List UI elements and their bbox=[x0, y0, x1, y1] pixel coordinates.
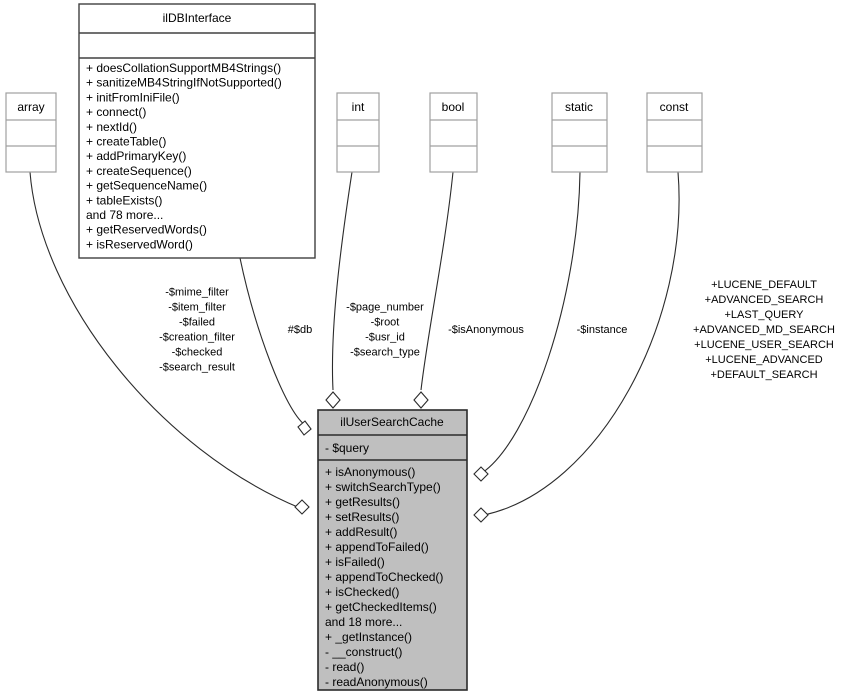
edge-label-array: -$mime_filter -$item_filter -$failed -$crea… bbox=[159, 287, 235, 374]
edge-line-int bbox=[331, 171, 353, 391]
aggregation-diamond-bool bbox=[413, 391, 429, 409]
type-box-static-label: static bbox=[565, 100, 593, 114]
class-member-ilusersearchcache: + addResult() bbox=[325, 525, 397, 539]
edge-label-line-const: +LUCENE_USER_SEARCH bbox=[694, 339, 834, 351]
edge-line-array bbox=[29, 171, 301, 509]
edge-label-line-const: +DEFAULT_SEARCH bbox=[710, 369, 817, 381]
edge-label-line-const: +LAST_QUERY bbox=[725, 309, 805, 321]
edge-label-int: -$page_number -$root -$usr_id -$search_type bbox=[346, 302, 424, 359]
class-member-ildbinterface: + createTable() bbox=[86, 135, 166, 149]
edge-ildbinterface-to-cache bbox=[239, 257, 312, 436]
class-title-ildbinterface: ilDBInterface bbox=[163, 11, 232, 25]
class-member-ilusersearchcache: + _getInstance() bbox=[325, 630, 412, 644]
type-box-static[interactable]: static bbox=[551, 92, 608, 173]
class-member-ilusersearchcache: + getResults() bbox=[325, 495, 400, 509]
class-member-ildbinterface: + initFromIniFile() bbox=[86, 90, 180, 104]
class-member-ilusersearchcache: - read() bbox=[325, 660, 364, 674]
class-methods-ildbinterface: + doesCollationSupportMB4Strings()+ sani… bbox=[86, 61, 282, 251]
edge-label-const: +LUCENE_DEFAULT +ADVANCED_SEARCH +LAST_QUE… bbox=[693, 279, 835, 381]
class-methods-ilusersearchcache: + isAnonymous()+ switchSearchType()+ get… bbox=[325, 465, 443, 689]
edge-int-to-cache bbox=[325, 171, 353, 409]
edge-line-const bbox=[483, 171, 680, 516]
edge-label-line-const: +LUCENE_ADVANCED bbox=[705, 354, 823, 366]
edge-const-to-cache bbox=[473, 171, 680, 523]
class-member-ildbinterface: + nextId() bbox=[86, 120, 137, 134]
type-box-array-label: array bbox=[17, 100, 44, 114]
type-box-const[interactable]: const bbox=[646, 92, 703, 173]
class-member-ilusersearchcache: - readAnonymous() bbox=[325, 675, 428, 689]
edge-label-line-array: -$mime_filter bbox=[165, 287, 229, 299]
type-box-const-label: const bbox=[660, 100, 689, 114]
class-box-ilusersearchcache-rect bbox=[317, 409, 468, 691]
class-member-ilusersearchcache: + switchSearchType() bbox=[325, 480, 441, 494]
class-member-ildbinterface: + getReservedWords() bbox=[86, 223, 207, 237]
edge-label-line-int: -$usr_id bbox=[365, 332, 405, 344]
class-member-ilusersearchcache: + isChecked() bbox=[325, 585, 399, 599]
edge-label-bool: -$isAnonymous bbox=[448, 324, 524, 336]
class-member-ildbinterface: + doesCollationSupportMB4Strings() bbox=[86, 61, 281, 75]
edge-label-line-array: -$checked bbox=[172, 347, 223, 359]
class-member-ildbinterface: + connect() bbox=[86, 105, 146, 119]
aggregation-diamond-static bbox=[473, 466, 489, 482]
edge-label-line-array: -$failed bbox=[179, 317, 215, 329]
edge-label-line-int: -$root bbox=[371, 317, 400, 329]
class-box-ildbinterface-rect bbox=[78, 3, 316, 259]
class-member-ildbinterface: + addPrimaryKey() bbox=[86, 149, 186, 163]
class-member-ilusersearchcache: - __construct() bbox=[325, 645, 402, 659]
edge-bool-to-cache bbox=[413, 171, 454, 409]
edge-label-line-const: +ADVANCED_SEARCH bbox=[705, 294, 824, 306]
type-box-int-rect bbox=[336, 92, 380, 173]
class-member-ilusersearchcache: and 18 more... bbox=[325, 615, 402, 629]
type-box-bool-rect bbox=[429, 92, 478, 173]
edge-label-line-static: -$instance bbox=[577, 324, 628, 336]
class-member-ildbinterface: and 78 more... bbox=[86, 208, 163, 222]
class-title-ilusersearchcache: ilUserSearchCache bbox=[340, 415, 444, 429]
edge-label-line-array: -$item_filter bbox=[168, 302, 226, 314]
edge-array-to-cache bbox=[29, 171, 310, 515]
type-box-array[interactable]: array bbox=[5, 92, 57, 173]
class-attributes-ilusersearchcache: - $query bbox=[325, 441, 369, 455]
class-box-ilusersearchcache[interactable]: ilUserSearchCache - $query + isAnonymous… bbox=[317, 409, 468, 691]
type-box-int-label: int bbox=[352, 100, 365, 114]
type-box-int[interactable]: int bbox=[336, 92, 380, 173]
edge-label-line-db: #$db bbox=[288, 324, 312, 336]
edge-label-line-const: +LUCENE_DEFAULT bbox=[711, 279, 817, 291]
class-attribute-ilusersearchcache: - $query bbox=[325, 441, 369, 455]
aggregation-diamond-db bbox=[297, 420, 312, 436]
aggregation-diamond-array bbox=[294, 499, 310, 515]
edge-label-line-array: -$search_result bbox=[159, 362, 235, 374]
type-box-static-rect bbox=[551, 92, 608, 173]
edge-line-static bbox=[481, 171, 581, 474]
type-box-bool-label: bool bbox=[442, 100, 465, 114]
class-member-ildbinterface: + getSequenceName() bbox=[86, 179, 207, 193]
class-member-ildbinterface: + isReservedWord() bbox=[86, 237, 193, 251]
edge-static-to-cache bbox=[473, 171, 581, 482]
edge-line-bool bbox=[420, 171, 454, 391]
edge-label-line-bool: -$isAnonymous bbox=[448, 324, 524, 336]
type-box-bool[interactable]: bool bbox=[429, 92, 478, 173]
edge-label-line-int: -$page_number bbox=[346, 302, 424, 314]
class-box-ildbinterface[interactable]: ilDBInterface + doesCollationSupportMB4S… bbox=[78, 3, 316, 259]
class-member-ilusersearchcache: + isFailed() bbox=[325, 555, 385, 569]
edge-label-line-array: -$creation_filter bbox=[159, 332, 235, 344]
edge-label-line-int: -$search_type bbox=[350, 347, 420, 359]
type-box-array-rect bbox=[5, 92, 57, 173]
edge-label-static: -$instance bbox=[577, 324, 628, 336]
class-member-ildbinterface: + createSequence() bbox=[86, 164, 192, 178]
class-member-ildbinterface: + tableExists() bbox=[86, 193, 162, 207]
class-member-ilusersearchcache: + getCheckedItems() bbox=[325, 600, 437, 614]
aggregation-diamond-int bbox=[325, 391, 341, 409]
type-box-const-rect bbox=[646, 92, 703, 173]
edge-label-db: #$db bbox=[288, 324, 312, 336]
class-member-ildbinterface: + sanitizeMB4StringIfNotSupported() bbox=[86, 76, 282, 90]
class-member-ilusersearchcache: + setResults() bbox=[325, 510, 399, 524]
edge-line-db bbox=[239, 257, 306, 426]
class-member-ilusersearchcache: + appendToChecked() bbox=[325, 570, 443, 584]
edge-label-line-const: +ADVANCED_MD_SEARCH bbox=[693, 324, 835, 336]
class-member-ilusersearchcache: + isAnonymous() bbox=[325, 465, 415, 479]
aggregation-diamond-const bbox=[473, 507, 489, 523]
class-member-ilusersearchcache: + appendToFailed() bbox=[325, 540, 429, 554]
